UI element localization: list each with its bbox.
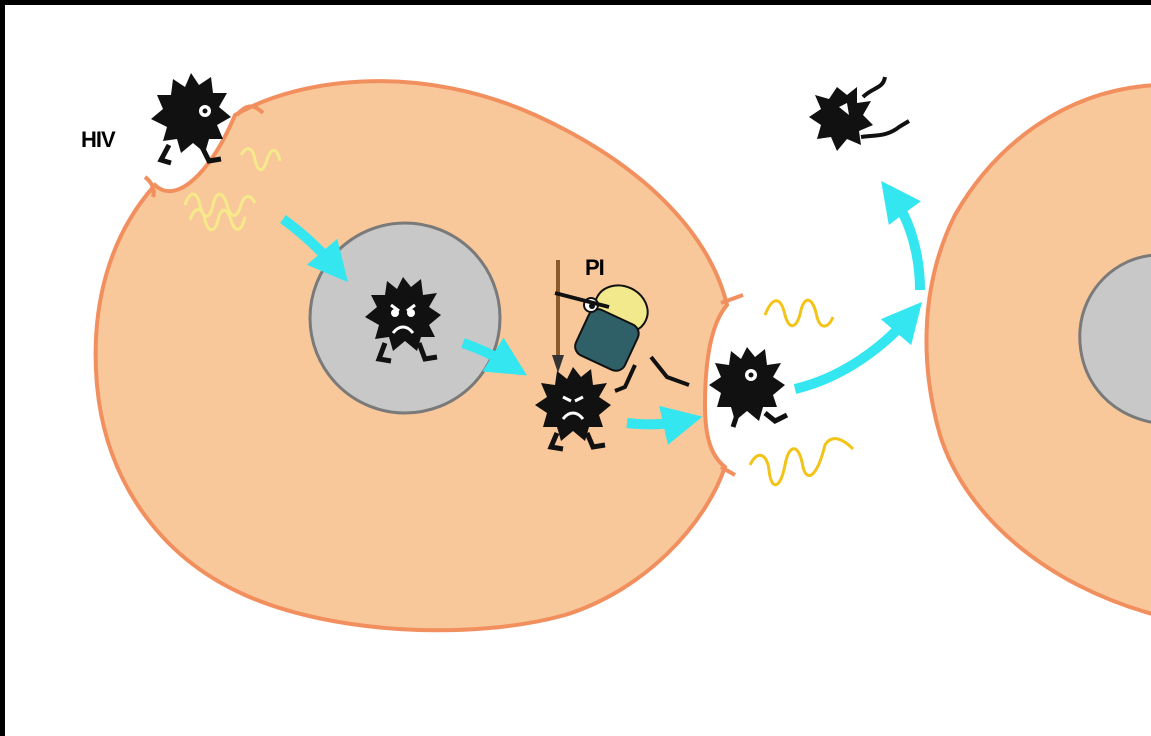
pi-label: PI [585, 255, 604, 281]
arrow-release [893, 197, 920, 290]
hiv-virus-released [809, 77, 909, 151]
hiv-label: HIV [81, 127, 115, 153]
budding-squiggle-bottom [750, 439, 853, 485]
budding-squiggle-top [765, 300, 833, 326]
hiv-lifecycle-illustration [5, 5, 1151, 736]
arrow-cytoplasm-to-membrane [627, 421, 683, 424]
hiv-virus-budding [709, 347, 787, 427]
arrow-to-neighbor-cell [795, 317, 909, 389]
